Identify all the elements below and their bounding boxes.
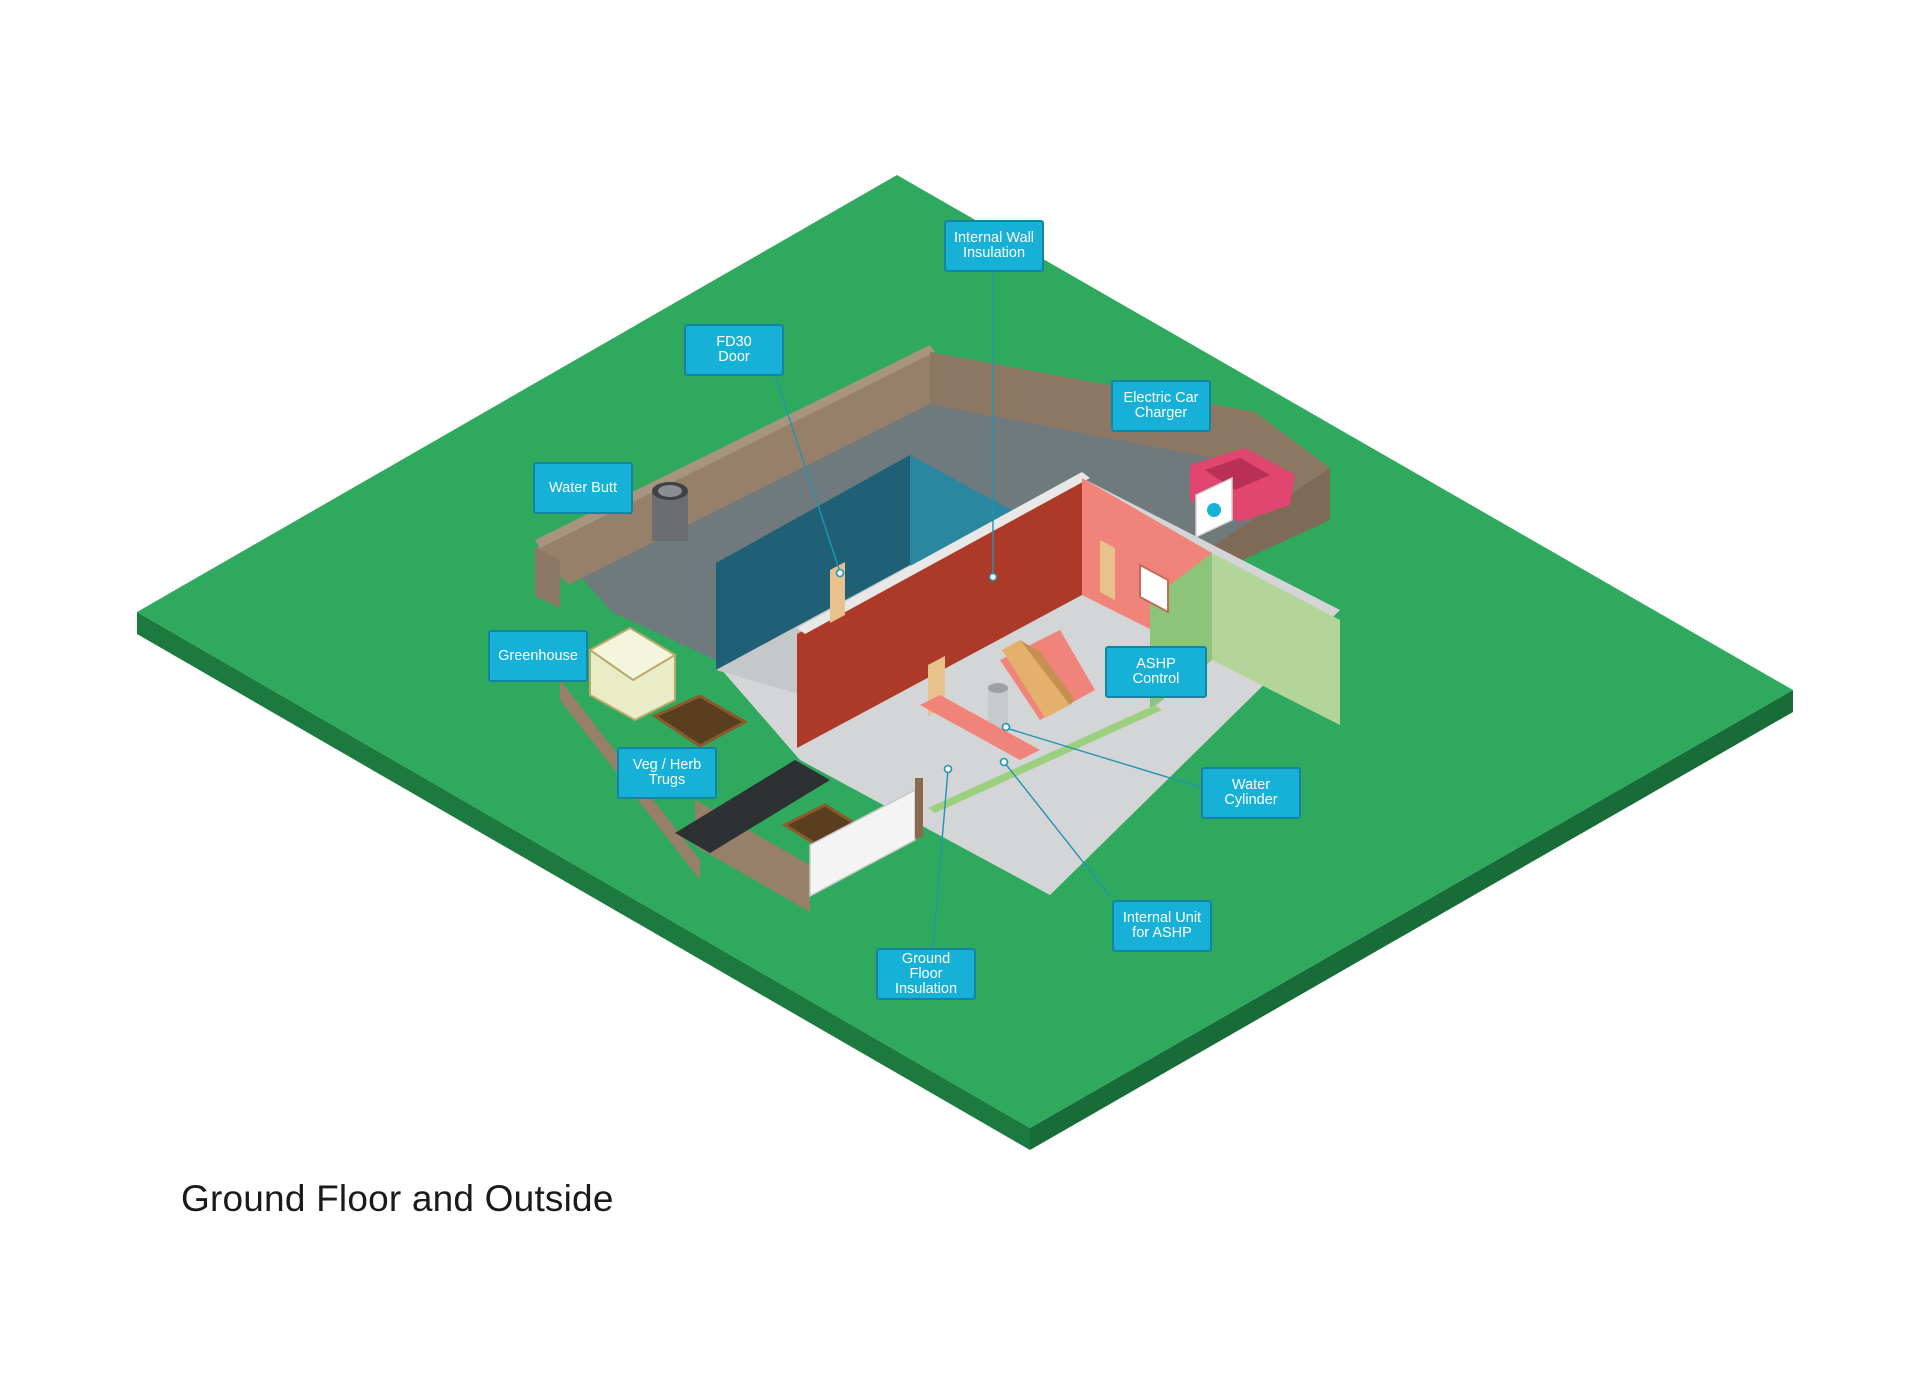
car-charger-object	[1195, 476, 1233, 539]
staircase-treads	[1002, 640, 1070, 718]
label-fd30-door[interactable]: FD30 Door	[684, 324, 784, 376]
green-insulation-strip	[928, 705, 1162, 813]
label-water-butt-text: Water Butt	[549, 479, 617, 496]
callout-dot-internal-wall	[988, 572, 998, 582]
staircase	[1000, 630, 1095, 720]
label-veg-herb-trugs[interactable]: Veg / Herb Trugs	[617, 747, 717, 799]
cylinder-base	[920, 695, 1040, 760]
label-greenhouse[interactable]: Greenhouse	[488, 630, 588, 682]
label-ashp-control[interactable]: ASHP Control	[1105, 646, 1207, 698]
label-electric-car-charger-text: Electric Car Charger	[1123, 390, 1199, 421]
label-internal-unit-ashp[interactable]: Internal Unit for ASHP	[1112, 900, 1212, 952]
label-water-cylinder[interactable]: Water Cylinder	[1201, 767, 1301, 819]
ground-plate-left-edge	[137, 612, 1030, 1150]
greenhouse-roof	[588, 626, 677, 682]
veg-trug-upper	[651, 694, 749, 748]
label-internal-wall-insulation-text: Internal Wall Insulation	[953, 230, 1035, 261]
label-water-cylinder-text: Water Cylinder	[1224, 777, 1278, 808]
callout-line-internal-unit	[1003, 761, 1111, 897]
water-butt-object	[652, 482, 688, 541]
left-side-wall	[535, 548, 560, 608]
back-wall-top	[535, 345, 935, 548]
white-fence	[809, 788, 916, 898]
back-wall	[535, 352, 930, 585]
greenhouse-object	[588, 626, 677, 722]
right-side-wall	[1210, 468, 1330, 575]
water-butt-opening	[658, 485, 682, 497]
callout-lines	[774, 272, 1204, 949]
staircase-side	[1020, 640, 1075, 705]
label-electric-car-charger[interactable]: Electric Car Charger	[1111, 380, 1211, 432]
label-greenhouse-text: Greenhouse	[498, 647, 578, 664]
water-cylinder-top	[988, 683, 1008, 693]
label-internal-unit-ashp-text: Internal Unit for ASHP	[1122, 910, 1202, 941]
blue-wall-left	[716, 455, 910, 670]
callout-line-cylinder	[1005, 727, 1204, 789]
callout-dot-cylinder	[1001, 722, 1011, 732]
label-fd30-door-text: FD30 Door	[716, 334, 752, 365]
callout-dot-floor	[943, 764, 953, 774]
callout-dot-fd30	[835, 568, 845, 578]
green-wall	[1212, 553, 1340, 725]
label-ground-floor-insulation-text: Ground Floor Insulation	[894, 950, 958, 997]
label-ashp-control-text: ASHP Control	[1132, 656, 1180, 687]
window	[1139, 563, 1169, 614]
red-wall	[797, 478, 1082, 748]
label-water-butt[interactable]: Water Butt	[533, 462, 633, 514]
callout-dot-internal-unit	[999, 757, 1009, 767]
label-veg-herb-trugs-text: Veg / Herb Trugs	[632, 757, 702, 788]
path	[675, 760, 830, 853]
car-roof	[1205, 458, 1270, 490]
red-wall-top	[797, 472, 1090, 634]
ground-plate-right-edge	[1030, 690, 1793, 1150]
fd30-door	[830, 562, 845, 623]
pink-wall-door	[1100, 540, 1115, 600]
right-back-wall	[930, 352, 1330, 520]
label-ground-floor-insulation[interactable]: Ground Floor Insulation	[876, 948, 976, 1000]
callout-line-floor	[932, 769, 949, 949]
callout-line-fd30	[774, 374, 841, 573]
diagram-caption: Ground Floor and Outside	[181, 1178, 614, 1219]
charger-logo	[1207, 503, 1221, 517]
label-internal-wall-insulation[interactable]: Internal Wall Insulation	[944, 220, 1044, 272]
fence-post	[915, 778, 923, 838]
